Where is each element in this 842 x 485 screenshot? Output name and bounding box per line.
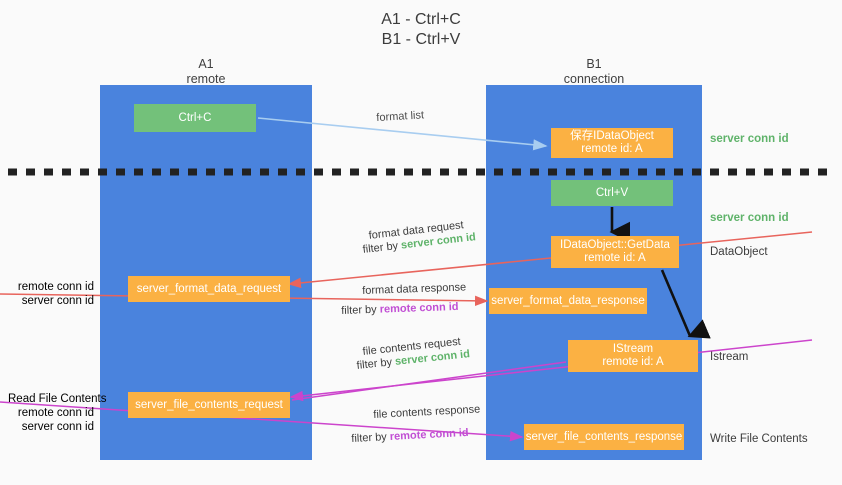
filter-value-4: remote conn id	[389, 426, 469, 443]
node-save-idataobject-line1: 保存IDataObject	[570, 130, 654, 142]
column-header-b1: B1 connection	[486, 57, 702, 87]
column-b1-name: B1	[586, 57, 602, 71]
wire-label-format-list: format list	[376, 109, 425, 124]
wire-label-file-contents-response-filter: filter by remote conn id	[351, 426, 469, 446]
node-ctrl-v[interactable]: Ctrl+V	[551, 180, 673, 206]
node-istream-line2: remote id: A	[602, 356, 664, 368]
label-server-conn-id-second: server conn id	[710, 212, 789, 224]
node-server-file-contents-request-label: server_file_contents_request	[135, 398, 283, 411]
node-istream[interactable]: IStream remote id: A	[568, 340, 698, 372]
title-line-1: A1 - Ctrl+C	[381, 11, 461, 28]
node-server-format-data-request[interactable]: server_format_data_request	[128, 276, 290, 302]
label-istream: Istream	[710, 351, 749, 363]
filter-value-2: remote conn id	[379, 300, 459, 316]
wire-label-file-contents-response: file contents response	[373, 403, 481, 421]
wire-label-format-data-response-filter: filter by remote conn id	[341, 300, 459, 318]
label-left-server-conn-id-2: server conn id	[21, 421, 94, 433]
label-write-file-contents: Write File Contents	[710, 433, 808, 445]
node-save-idataobject[interactable]: 保存IDataObject remote id: A	[551, 128, 673, 158]
label-left-remote-conn-id-2: remote conn id	[17, 407, 94, 419]
title-line-2: B1 - Ctrl+V	[381, 31, 461, 48]
node-getdata-line2: remote id: A	[584, 252, 646, 264]
node-server-file-contents-response-label: server_file_contents_response	[525, 430, 683, 443]
wire-label-format-data-response: format data response	[362, 281, 467, 297]
column-a1-name: A1	[198, 57, 214, 71]
label-left-conn-ids-top: remote conn id server conn id	[8, 280, 94, 308]
node-server-file-contents-response[interactable]: server_file_contents_response	[524, 424, 684, 450]
node-server-format-data-response[interactable]: server_format_data_response	[489, 288, 647, 314]
label-read-file-contents: Read File Contents	[8, 393, 107, 405]
filter-prefix-1: filter by	[362, 239, 402, 256]
column-b1-role: connection	[563, 72, 625, 86]
filter-prefix-2: filter by	[341, 303, 380, 317]
node-server-file-contents-request[interactable]: server_file_contents_request	[128, 392, 290, 418]
label-dataobject: DataObject	[710, 246, 768, 258]
page-title: A1 - Ctrl+C B1 - Ctrl+V	[0, 10, 842, 50]
node-ctrl-c-label: Ctrl+C	[178, 111, 212, 124]
column-header-a1: A1 remote	[100, 57, 312, 87]
filter-prefix-3: filter by	[356, 355, 396, 372]
label-left-read-file-contents-group: Read File Contents remote conn id server…	[8, 392, 107, 434]
node-server-format-data-response-label: server_format_data_response	[491, 294, 645, 307]
column-a1-role: remote	[186, 72, 226, 86]
node-save-idataobject-line2: remote id: A	[581, 143, 643, 155]
node-getdata-line1: IDataObject::GetData	[560, 239, 670, 251]
node-ctrl-v-label: Ctrl+V	[595, 186, 629, 199]
node-istream-line1: IStream	[612, 343, 654, 355]
node-idataobject-getdata[interactable]: IDataObject::GetData remote id: A	[551, 236, 679, 268]
label-server-conn-id-top: server conn id	[710, 133, 789, 145]
filter-prefix-4: filter by	[351, 430, 391, 445]
label-left-remote-conn-id-1: remote conn id	[17, 281, 94, 293]
node-ctrl-c[interactable]: Ctrl+C	[134, 104, 256, 132]
node-server-format-data-request-label: server_format_data_request	[136, 282, 282, 295]
label-left-server-conn-id-1: server conn id	[21, 295, 94, 307]
